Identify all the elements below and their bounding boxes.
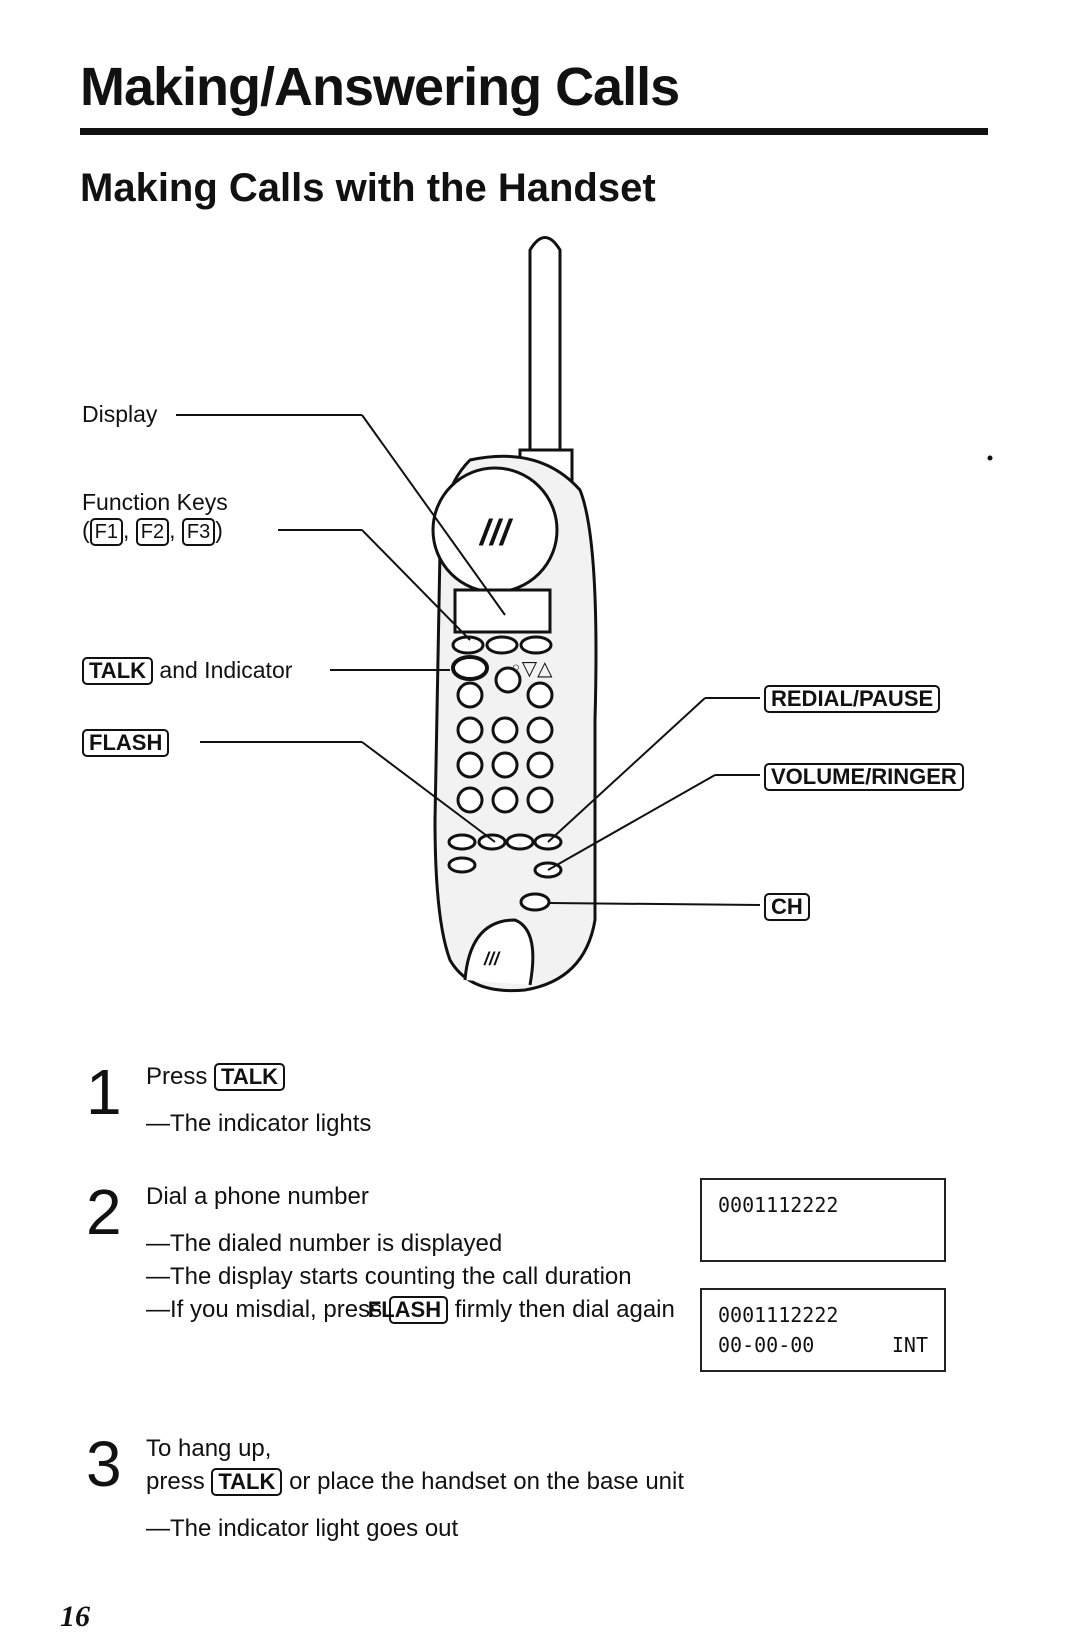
step-note: —The indicator lights [146,1110,372,1137]
step-2: 2 Dial a phone number —The dialed number… [80,1180,700,1400]
step-text: Dial a phone number [146,1183,369,1210]
volume-ringer-key: VOLUME/RINGER [764,763,964,791]
f3-key: F3 [181,518,216,546]
and-indicator-text: and Indicator [159,657,293,683]
antenna [528,236,562,450]
step-text-2: press TALK or place the handset on the b… [146,1465,706,1498]
talk-key: TALK [82,657,154,685]
page-title: Making/Answering Calls [80,57,680,117]
step-note: —The display starts counting the call du… [146,1263,632,1290]
misdial-pre: —If you misdial, press [146,1296,383,1323]
step-note: —The dialed number is displayed [146,1230,503,1257]
redial-pause-label: REDIAL/PAUSE [764,684,941,713]
misdial-post: firmly then dial again [454,1296,675,1323]
lcd-display-timer: 0001112222 00-00-00 INT [700,1288,946,1372]
flash-label: FLASH [82,728,170,757]
step-1: 1 Press TALK —The indicator lights [80,1060,700,1150]
step-number: 3 [86,1428,122,1500]
lcd-number: 0001112222 [718,1193,839,1217]
lcd-window [453,588,552,634]
step-number: 2 [86,1176,122,1248]
step-text: To hang up, [146,1435,272,1462]
handset-diagram: /// /// ◦▽△ [0,220,1080,1020]
talk-key: TALK [214,1063,286,1091]
step-text: Press [146,1063,208,1090]
display-label: Display [82,401,158,427]
function-keys-text: Function Keys [82,489,228,515]
ch-key: CH [764,893,810,921]
svg-text:///: /// [478,512,514,553]
lcd-int: INT [891,1333,928,1357]
ch-label: CH [764,892,810,921]
section-title: Making Calls with the Handset [80,166,656,210]
handset-illustration: /// /// ◦▽△ [176,236,993,993]
f1-key: F1 [89,518,124,546]
lcd-number: 0001112222 [718,1303,839,1327]
talk-label: TALK and Indicator [82,656,292,685]
title-rule [80,128,988,135]
step-3: 3 To hang up, press TALK or place the ha… [80,1432,700,1592]
hangup-text: or place the handset on the base unit [289,1468,685,1495]
function-keys-label: Function Keys (F1, F2, F3) [82,488,228,546]
flash-key: FLASH [368,1296,449,1324]
step-number: 1 [86,1056,122,1128]
f2-key: F2 [135,518,170,546]
redial-pause-key: REDIAL/PAUSE [764,685,941,713]
svg-text:◦▽△: ◦▽△ [510,656,553,680]
lcd-timer: 00-00-00 [718,1333,815,1357]
step-note: —The indicator light goes out [146,1515,459,1542]
step-note: —If you misdial, press FLASH firmly then… [146,1293,706,1326]
press-text: press [146,1468,205,1495]
lcd-display-dialing: 0001112222 [700,1178,946,1262]
page-number: 16 [60,1600,90,1633]
flash-key: FLASH [82,729,170,757]
svg-text:///: /// [483,949,501,969]
talk-key: TALK [211,1468,283,1496]
volume-ringer-label: VOLUME/RINGER [764,762,964,791]
